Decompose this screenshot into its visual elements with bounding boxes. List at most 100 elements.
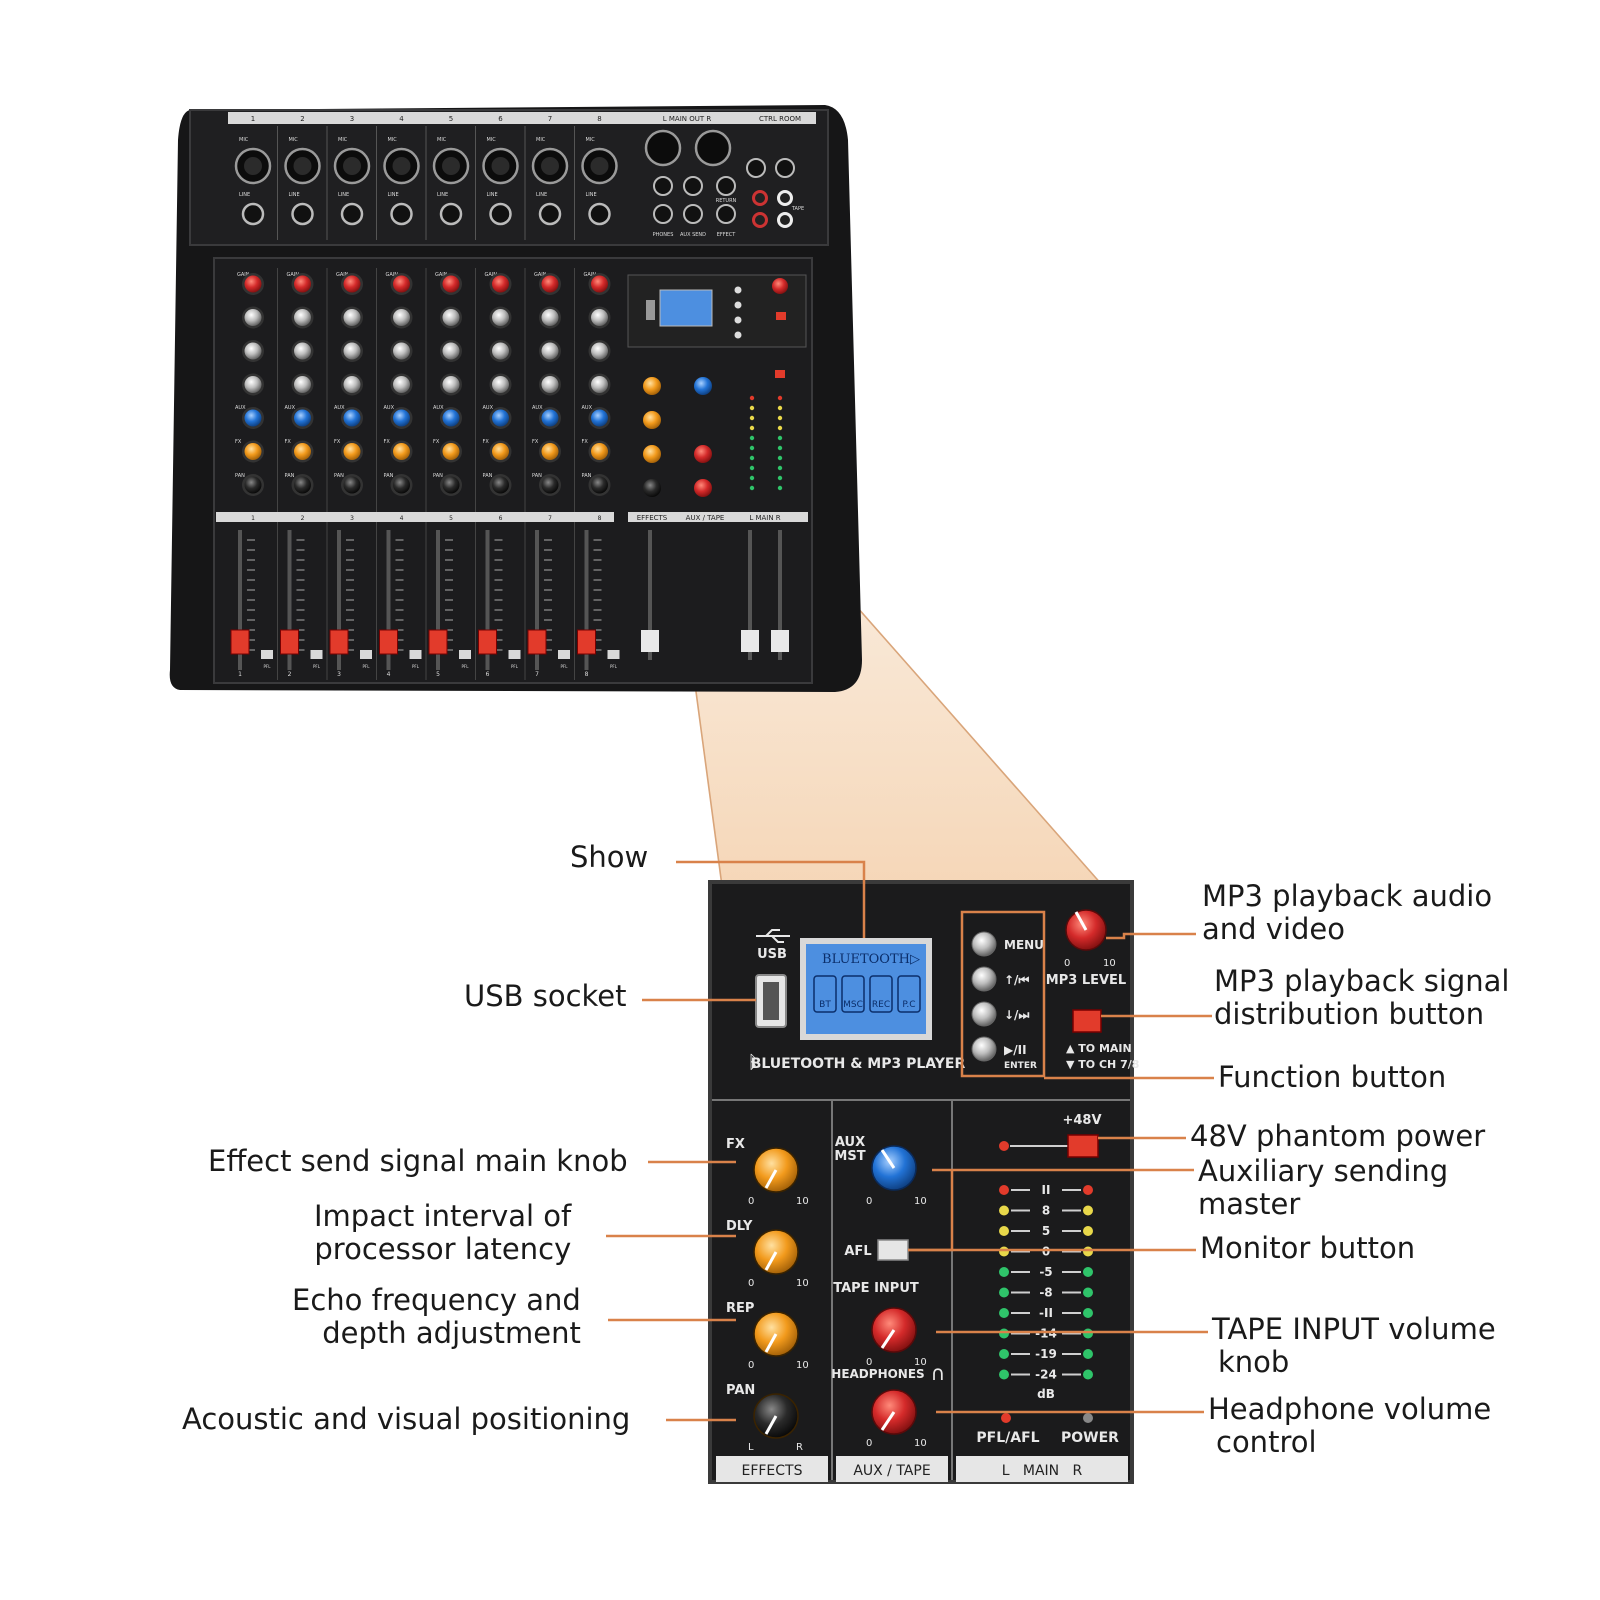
line-jack[interactable] [241, 202, 265, 226]
pan-knob[interactable] [294, 476, 311, 494]
function-button[interactable] [971, 1036, 997, 1062]
fader-cap[interactable] [280, 629, 299, 655]
mf-knob[interactable] [343, 342, 361, 360]
mf-knob[interactable] [492, 342, 509, 360]
pfl-button[interactable] [459, 650, 471, 659]
fx-knob[interactable] [244, 443, 262, 460]
rca-jack[interactable] [777, 190, 793, 206]
aux-knob[interactable] [343, 409, 361, 427]
fx-knob[interactable] [343, 443, 361, 460]
fx-knob[interactable] [294, 443, 311, 460]
line-jack[interactable] [538, 202, 562, 226]
aux-knob[interactable] [541, 409, 559, 427]
mf-knob[interactable] [244, 342, 262, 360]
fx-knob[interactable] [393, 443, 410, 460]
gain-knob[interactable] [343, 275, 361, 293]
lf-knob[interactable] [541, 376, 559, 393]
line-jack[interactable] [439, 202, 463, 226]
hf-knob[interactable] [343, 309, 361, 326]
pfl-button[interactable] [558, 650, 570, 659]
hf-knob[interactable] [244, 309, 262, 326]
pfl-button[interactable] [508, 650, 521, 659]
aux-jack[interactable] [746, 158, 766, 178]
hf-knob[interactable] [541, 309, 559, 326]
mp3-distribution-button[interactable] [1072, 1009, 1102, 1033]
fader-cap[interactable] [379, 629, 398, 655]
aux-knob[interactable] [442, 409, 460, 427]
fader-cap[interactable] [230, 629, 250, 655]
function-button[interactable] [971, 966, 997, 992]
line-jack[interactable] [390, 202, 413, 226]
fader-cap[interactable] [329, 629, 349, 655]
fx-knob[interactable] [492, 443, 509, 460]
fader-cap[interactable] [428, 629, 448, 655]
pfl-button[interactable] [360, 650, 372, 659]
pfl-button[interactable] [409, 650, 422, 659]
aux-knob[interactable] [294, 409, 311, 427]
afl-monitor-button[interactable] [877, 1239, 909, 1261]
pan-knob[interactable] [244, 476, 262, 494]
hf-knob[interactable] [492, 309, 509, 326]
gain-knob[interactable] [591, 275, 608, 293]
aux-knob[interactable] [244, 409, 262, 427]
pfl-button[interactable] [261, 650, 273, 659]
main-out-xlr[interactable] [644, 129, 682, 167]
line-jack[interactable] [291, 202, 314, 226]
aux-jack[interactable] [716, 176, 736, 196]
aux-jack[interactable] [775, 158, 795, 178]
aux-jack[interactable] [683, 176, 703, 196]
pan-knob[interactable] [541, 476, 559, 494]
hf-knob[interactable] [393, 309, 410, 326]
aux-jack[interactable] [716, 204, 736, 224]
mf-knob[interactable] [393, 342, 410, 360]
aux-knob[interactable] [492, 409, 509, 427]
fx-knob[interactable] [442, 443, 460, 460]
mf-knob[interactable] [442, 342, 460, 360]
pan-knob[interactable] [442, 476, 460, 494]
function-button[interactable] [971, 1001, 997, 1027]
fx-knob[interactable] [591, 443, 608, 460]
function-button[interactable] [971, 931, 997, 957]
lf-knob[interactable] [442, 376, 460, 393]
lf-knob[interactable] [591, 376, 608, 393]
aux-jack[interactable] [683, 204, 703, 224]
line-jack[interactable] [489, 202, 512, 226]
pfl-button[interactable] [310, 650, 323, 659]
aux-knob[interactable] [591, 409, 608, 427]
aux-jack[interactable] [653, 204, 673, 224]
line-jack[interactable] [340, 202, 364, 226]
fader-cap[interactable] [577, 629, 596, 655]
hf-knob[interactable] [442, 309, 460, 326]
lf-knob[interactable] [492, 376, 509, 393]
rca-jack[interactable] [777, 212, 793, 228]
lf-knob[interactable] [294, 376, 311, 393]
rca-jack[interactable] [752, 190, 768, 206]
hf-knob[interactable] [591, 309, 608, 326]
lf-knob[interactable] [343, 376, 361, 393]
aux-knob[interactable] [393, 409, 410, 427]
pan-knob[interactable] [343, 476, 361, 494]
hf-knob[interactable] [294, 309, 311, 326]
pan-knob[interactable] [393, 476, 410, 494]
mf-knob[interactable] [591, 342, 608, 360]
fx-knob[interactable] [541, 443, 559, 460]
mf-knob[interactable] [294, 342, 311, 360]
rca-jack[interactable] [752, 212, 768, 228]
gain-knob[interactable] [492, 275, 509, 293]
gain-knob[interactable] [393, 275, 410, 293]
aux-jack[interactable] [653, 176, 673, 196]
pan-knob[interactable] [591, 476, 608, 494]
pfl-button[interactable] [607, 650, 620, 659]
mf-knob[interactable] [541, 342, 559, 360]
main-out-xlr[interactable] [694, 129, 732, 167]
lf-knob[interactable] [393, 376, 410, 393]
gain-knob[interactable] [442, 275, 460, 293]
gain-knob[interactable] [541, 275, 559, 293]
fader-cap[interactable] [478, 629, 497, 655]
lf-knob[interactable] [244, 376, 262, 393]
phantom-power-button[interactable] [1067, 1134, 1099, 1158]
pan-knob[interactable] [492, 476, 509, 494]
line-jack[interactable] [588, 202, 611, 226]
fader-cap[interactable] [527, 629, 547, 655]
gain-knob[interactable] [294, 275, 311, 293]
